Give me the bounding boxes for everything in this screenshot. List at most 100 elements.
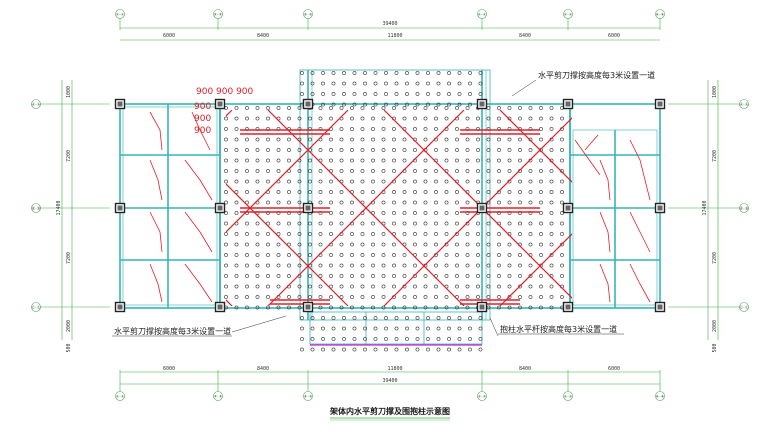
pole-dot	[297, 242, 302, 247]
pole-dot	[476, 232, 480, 236]
pole-dot	[287, 242, 291, 247]
pole-dot	[444, 148, 449, 152]
pole-dot	[245, 263, 249, 268]
pole-dot	[436, 102, 441, 107]
pole-dot	[560, 200, 564, 205]
pole-dot	[476, 169, 480, 173]
note-bottom-right: 抱柱水平杆按高度每3米设置一道	[489, 317, 624, 337]
pole-dot	[486, 221, 491, 226]
pole-dot	[255, 274, 260, 278]
axis-bottom-3: ③-③	[304, 394, 313, 398]
spacing-label-vertical-3: 900	[194, 126, 211, 136]
pole-dot	[381, 263, 386, 268]
pole-dot	[234, 137, 239, 142]
pole-dot	[224, 221, 228, 226]
pole-dot	[321, 71, 325, 75]
pole-dot	[426, 347, 430, 352]
column-core	[117, 101, 123, 107]
pole-dot	[455, 190, 459, 194]
pole-dot	[371, 284, 375, 289]
pole-dot	[350, 148, 354, 152]
pole-dot	[486, 137, 491, 142]
pole-dot	[318, 190, 323, 194]
pole-dot	[342, 71, 346, 75]
pole-dot	[360, 190, 365, 194]
pole-dot	[405, 92, 409, 96]
pole-dot	[478, 347, 483, 352]
pole-dot	[507, 284, 512, 289]
pole-dot	[381, 116, 386, 121]
top-dim-2: 8400	[257, 33, 269, 39]
pole-dot	[329, 263, 333, 268]
pole-dot	[224, 169, 228, 173]
pole-dot	[444, 295, 449, 299]
pole-dot	[234, 295, 239, 299]
pole-dot	[245, 274, 249, 278]
pole-dot	[402, 211, 407, 215]
pole-dot	[528, 179, 533, 184]
pole-dot	[371, 242, 375, 247]
pole-dot	[507, 242, 512, 247]
pole-dot	[528, 148, 533, 152]
pole-dot	[384, 347, 388, 352]
pole-dot	[255, 263, 260, 268]
column-core	[657, 205, 663, 211]
pole-dot	[331, 81, 336, 86]
pole-dot	[350, 284, 354, 289]
pole-dot	[245, 232, 249, 236]
pole-dot	[245, 284, 249, 289]
pole-dot	[392, 137, 396, 142]
pole-dot	[308, 295, 312, 299]
pole-dot	[426, 337, 430, 341]
pole-dot	[560, 148, 564, 152]
pole-dot	[350, 179, 354, 184]
pole-dot	[549, 253, 554, 257]
pole-dot	[413, 190, 417, 194]
pole-dot	[549, 263, 554, 268]
pole-dot	[234, 127, 239, 131]
pole-dot	[405, 326, 409, 331]
pole-dot	[518, 137, 522, 142]
pole-dot	[245, 148, 249, 152]
pole-dot	[224, 158, 228, 163]
pole-dot	[224, 179, 228, 184]
pole-dot	[373, 81, 378, 86]
pole-dot	[308, 284, 312, 289]
pole-dot	[360, 148, 365, 152]
pole-dot	[329, 106, 333, 110]
pole-dot	[329, 116, 333, 121]
pole-dot	[497, 116, 501, 121]
pole-dot	[266, 137, 270, 142]
pole-dot	[373, 316, 378, 320]
pole-dot	[360, 253, 365, 257]
pole-dot	[549, 169, 554, 173]
axis-top-3: ③-③	[304, 12, 313, 16]
pole-dot	[234, 169, 239, 173]
pole-dot	[423, 253, 428, 257]
pole-dot	[444, 274, 449, 278]
axis-left-1: Ⓐ-Ⓐ	[31, 101, 41, 106]
pole-dot	[363, 71, 367, 75]
pole-dot	[308, 242, 312, 247]
pole-dot	[539, 305, 543, 310]
pole-dot	[413, 106, 417, 110]
pole-dot	[507, 295, 512, 299]
left-dimension-labels: 1000 7200 7200 2000 17400 500	[56, 86, 72, 353]
pole-dot	[457, 92, 462, 96]
pole-dot	[318, 305, 323, 310]
pole-dot	[478, 337, 483, 341]
pole-dot	[234, 263, 239, 268]
pole-dot	[392, 200, 396, 205]
pole-dot	[465, 295, 470, 299]
pole-dot	[394, 347, 399, 352]
pole-dot	[413, 148, 417, 152]
pole-dot	[329, 284, 333, 289]
pole-dot	[507, 169, 512, 173]
pole-dot	[426, 71, 430, 75]
right-dimension-labels: 1000 7200 7200 2000 17400 500	[702, 86, 718, 353]
pole-dot	[234, 211, 239, 215]
pole-dot	[310, 316, 315, 320]
pole-dot	[476, 263, 480, 268]
pole-dot	[423, 295, 428, 299]
pole-dot	[384, 102, 388, 107]
